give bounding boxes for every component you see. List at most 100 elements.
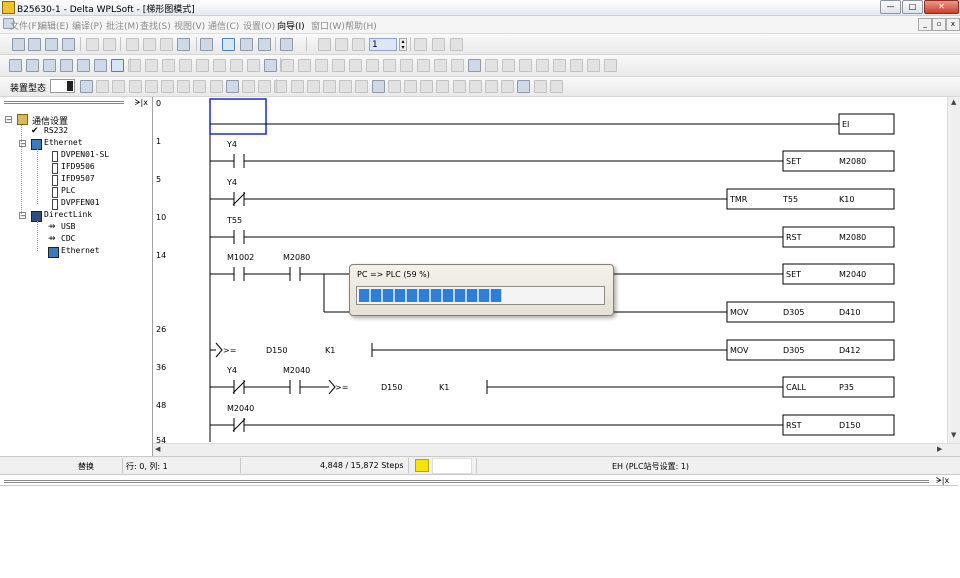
device-tool-5-icon[interactable] [161, 80, 174, 93]
menu-item-10[interactable]: 帮助(H) [345, 22, 377, 32]
device-tool-15-icon[interactable] [323, 80, 336, 93]
scroll-up-arrow[interactable]: ▲ [951, 98, 957, 106]
tree-item-6[interactable]: DVPFEN01 [61, 198, 100, 207]
tree-item-8[interactable]: USB [61, 222, 76, 231]
new-icon[interactable] [12, 38, 25, 51]
ladder-tool-15-icon[interactable] [264, 59, 277, 72]
device-tool-20-icon[interactable] [404, 80, 417, 93]
device-tool-24-icon[interactable] [468, 80, 482, 93]
ladder-tool-11-icon[interactable] [196, 59, 209, 72]
ladder-tool-14-icon[interactable] [247, 59, 260, 72]
device-tool-16-icon[interactable] [339, 80, 353, 93]
ladder-tool-26-icon[interactable] [451, 59, 464, 72]
ladder-tool-29-icon[interactable] [502, 59, 515, 72]
ladder-tool-4-icon[interactable] [77, 59, 90, 72]
step-mark-icon[interactable] [450, 38, 463, 51]
device-tool-1-icon[interactable] [96, 80, 110, 93]
tree-root-label[interactable]: 通信设置 [32, 117, 69, 127]
device-tool-21-icon[interactable] [420, 80, 434, 93]
step-spinner[interactable]: ▴▾ [399, 38, 407, 51]
tree-item-0[interactable]: RS232 [44, 126, 69, 135]
device-tool-13-icon[interactable] [290, 80, 304, 93]
ladder-tool-31-icon[interactable] [536, 59, 549, 72]
tree-expander-7[interactable]: − [19, 212, 26, 220]
menu-item-7[interactable]: 设置(O) [243, 22, 276, 32]
mdi-restore-button[interactable]: ▫ [932, 18, 946, 31]
device-tool-0-icon[interactable] [80, 80, 93, 93]
ladder-tool-5-icon[interactable] [94, 59, 107, 72]
ladder-tool-32-icon[interactable] [553, 59, 566, 72]
scroll-left-arrow[interactable]: ◀ [155, 445, 161, 453]
tree-item-4[interactable]: IFD9507 [61, 174, 95, 183]
device-tool-11-icon[interactable] [258, 80, 272, 93]
ladder-tool-21-icon[interactable] [366, 59, 379, 72]
ladder-tool-6-icon[interactable] [111, 59, 124, 72]
maximize-button[interactable]: □ [902, 0, 923, 14]
step-prev-icon[interactable] [335, 38, 348, 51]
paste-icon[interactable] [160, 38, 173, 51]
scroll-right-arrow[interactable]: ▶ [937, 445, 943, 453]
undo-icon[interactable] [177, 38, 190, 51]
tree-item-7[interactable]: DirectLink [44, 210, 93, 219]
device-tool-12-icon[interactable] [274, 80, 288, 93]
ladder-tool-10-icon[interactable] [179, 59, 192, 72]
step-first-icon[interactable] [318, 38, 331, 51]
close-button[interactable]: ✕ [924, 0, 959, 14]
scroll-down-arrow[interactable]: ▼ [951, 431, 957, 439]
device-tool-9-icon[interactable] [225, 80, 239, 93]
menu-item-3[interactable]: 批注(M) [106, 22, 139, 32]
tree-item-9[interactable]: CDC [61, 234, 76, 243]
step-go-icon[interactable] [352, 38, 365, 51]
device-tool-19-icon[interactable] [387, 80, 401, 93]
device-tool-27-icon[interactable] [517, 80, 531, 93]
ladder-tool-8-icon[interactable] [145, 59, 158, 72]
device-tool-2-icon[interactable] [112, 80, 126, 93]
redo-icon[interactable] [200, 38, 213, 51]
ladder-tool-24-icon[interactable] [417, 59, 430, 72]
tree-root-expander[interactable]: − [5, 116, 12, 124]
ladder-tool-33-icon[interactable] [570, 59, 583, 72]
ladder-tool-35-icon[interactable] [604, 59, 617, 72]
device-tool-18-icon[interactable] [371, 80, 385, 93]
ladder-tool-1-icon[interactable] [26, 59, 39, 72]
device-type-select[interactable] [50, 79, 75, 93]
device-tool-4-icon[interactable] [144, 80, 158, 93]
ladder-tool-22-icon[interactable] [383, 59, 396, 72]
device-tool-3-icon[interactable] [128, 80, 142, 93]
menu-item-2[interactable]: 编译(P) [72, 22, 103, 32]
device-tool-23-icon[interactable] [452, 80, 466, 93]
tree-expander-1[interactable]: − [19, 140, 26, 148]
zoom-in-icon[interactable] [222, 38, 235, 51]
device-tool-8-icon[interactable] [209, 80, 223, 93]
menu-item-0[interactable]: 文件(F) [10, 22, 41, 32]
ladder-tool-19-icon[interactable] [332, 59, 345, 72]
tree-item-10[interactable]: Ethernet [61, 246, 100, 255]
ladder-tool-27-icon[interactable] [468, 59, 481, 72]
zoom-out-icon[interactable] [240, 38, 253, 51]
ladder-tool-25-icon[interactable] [434, 59, 447, 72]
save-all-icon[interactable] [62, 38, 75, 51]
mdi-minimize-button[interactable]: _ [918, 18, 932, 31]
device-tool-22-icon[interactable] [436, 80, 450, 93]
device-tool-29-icon[interactable] [549, 80, 563, 93]
print-icon[interactable] [86, 38, 99, 51]
device-tool-28-icon[interactable] [533, 80, 547, 93]
vertical-scrollbar[interactable]: ▲ ▼ [947, 97, 960, 443]
ladder-tool-34-icon[interactable] [587, 59, 600, 72]
save-icon[interactable] [45, 38, 58, 51]
menu-item-9[interactable]: 窗口(W) [311, 22, 345, 32]
ladder-tool-0-icon[interactable] [9, 59, 22, 72]
help-icon[interactable] [280, 38, 293, 51]
ladder-tool-3-icon[interactable] [60, 59, 73, 72]
device-tool-17-icon[interactable] [355, 80, 369, 93]
device-tool-25-icon[interactable] [485, 80, 498, 93]
device-tool-26-icon[interactable] [501, 80, 515, 93]
ladder-tool-13-icon[interactable] [230, 59, 243, 72]
ladder-tool-28-icon[interactable] [485, 59, 498, 72]
ladder-tool-17-icon[interactable] [298, 59, 311, 72]
horizontal-scrollbar[interactable]: ◀ ▶ [153, 443, 960, 456]
panel-controls[interactable]: ᗒ|x [134, 98, 148, 107]
tree-item-1[interactable]: Ethernet [44, 138, 83, 147]
device-tool-7-icon[interactable] [193, 80, 207, 93]
